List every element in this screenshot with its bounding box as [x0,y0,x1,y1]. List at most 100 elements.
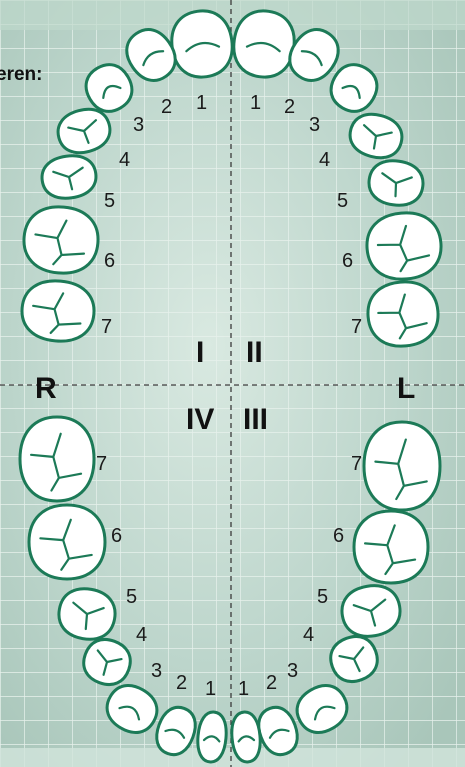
lower-left-tooth-4 [329,634,379,684]
tooth-outline [18,415,96,503]
upper-left-tooth-5 [367,159,425,207]
tooth-outline [329,63,379,113]
tooth-outline [365,211,443,281]
tooth-fissure [34,219,86,266]
tooth-fissure [96,649,123,676]
tooth-number: 6 [333,525,344,547]
tooth-number: 7 [351,316,362,338]
upper-left-tooth-4 [348,112,404,160]
tooth-outline [84,63,134,113]
tooth-fissure [102,84,122,100]
tooth-fissure [39,518,93,571]
tooth-number: 2 [161,96,172,118]
tooth-fissure [185,41,221,53]
lower-left-tooth-6 [352,509,430,585]
tooth-number: 6 [104,250,115,272]
lower-right-tooth-3 [105,684,159,734]
tooth-number: 1 [238,678,249,700]
lower-left-tooth-1 [230,710,262,764]
upper-right-tooth-7 [20,279,96,343]
tooth-fissure [364,524,417,576]
tooth-number: 2 [176,672,187,694]
tooth-outline [27,503,107,581]
tooth-number: 5 [337,190,348,212]
tooth-number: 7 [351,453,362,475]
tooth-number: 2 [284,96,295,118]
tooth-number: 4 [319,149,330,171]
lower-right-numbers: 7 6 5 4 3 2 1 [96,453,216,700]
bottom-band [0,748,465,767]
tooth-number: 4 [303,624,314,646]
header-fragment: eren: [0,64,42,85]
tooth-number: 2 [266,672,277,694]
lower-right-tooth-1 [196,710,228,764]
tooth-number: 6 [111,525,122,547]
tooth-number: 5 [104,190,115,212]
side-label-left: L [397,372,415,405]
tooth-number: 1 [250,92,261,114]
tooth-fissure [268,728,290,739]
tooth-fissure [341,84,361,100]
lower-right-tooth-7 [18,415,96,503]
quadrant-label-i: I [196,336,204,369]
tooth-number: 3 [287,660,298,682]
tooth-number: 4 [119,149,130,171]
lower-right-tooth-5 [57,587,117,641]
upper-left-tooth-1 [232,9,296,79]
lower-left-tooth-7 [362,420,442,512]
tooth-number: 1 [196,92,207,114]
tooth-fissure [30,432,83,492]
top-band [0,0,465,30]
tooth-fissure [32,292,82,335]
tooth-fissure [237,735,256,743]
upper-right-tooth-6 [22,205,100,275]
tooth-number: 6 [342,250,353,272]
tooth-fissure [362,124,393,150]
tooth-fissure [338,646,365,673]
teeth-group [18,9,443,764]
upper-right-tooth-5 [40,154,98,200]
upper-right-numbers: 1 2 3 4 5 6 7 [101,92,207,338]
lower-left-tooth-3 [295,684,349,734]
tooth-number: 5 [126,586,137,608]
tooth-outline [22,205,100,275]
lower-left-numbers: 7 6 5 4 3 2 1 [238,453,362,700]
tooth-outline [366,280,440,348]
lower-right-tooth-2 [155,705,197,757]
tooth-outline [362,420,442,512]
tooth-number: 7 [96,453,107,475]
tooth-fissure [381,172,413,198]
tooth-outline [20,279,96,343]
tooth-fissure [245,41,281,53]
upper-right-tooth-1 [170,9,234,79]
tooth-fissure [377,293,428,340]
tooth-fissure [52,166,84,191]
tooth-fissure [376,224,431,273]
upper-left-tooth-2 [288,28,340,82]
tooth-fissure [164,728,186,739]
tooth-fissure [313,705,336,721]
tooth-number: 3 [151,660,162,682]
tooth-fissure [374,438,428,501]
upper-right-tooth-4 [56,107,112,155]
upper-left-tooth-6 [365,211,443,281]
quadrant-label-iii: III [243,403,268,436]
upper-right-tooth-3 [84,63,134,113]
tooth-fissure [142,50,165,67]
lower-right-tooth-4 [82,637,132,687]
tooth-fissure [202,735,221,743]
tooth-number: 1 [205,678,216,700]
tooth-number: 3 [133,114,144,136]
tooth-number: 5 [317,586,328,608]
lower-right-tooth-6 [27,503,107,581]
upper-right-tooth-2 [125,28,177,82]
side-label-right: R [35,372,57,405]
upper-left-numbers: 1 2 3 4 5 6 7 [250,92,362,338]
tooth-fissure [352,598,387,627]
tooth-fissure [67,119,98,144]
quadrant-label-iv: IV [186,403,214,436]
tooth-number: 3 [309,114,320,136]
quadrant-label-ii: II [246,336,263,369]
tooth-fissure [118,705,141,721]
